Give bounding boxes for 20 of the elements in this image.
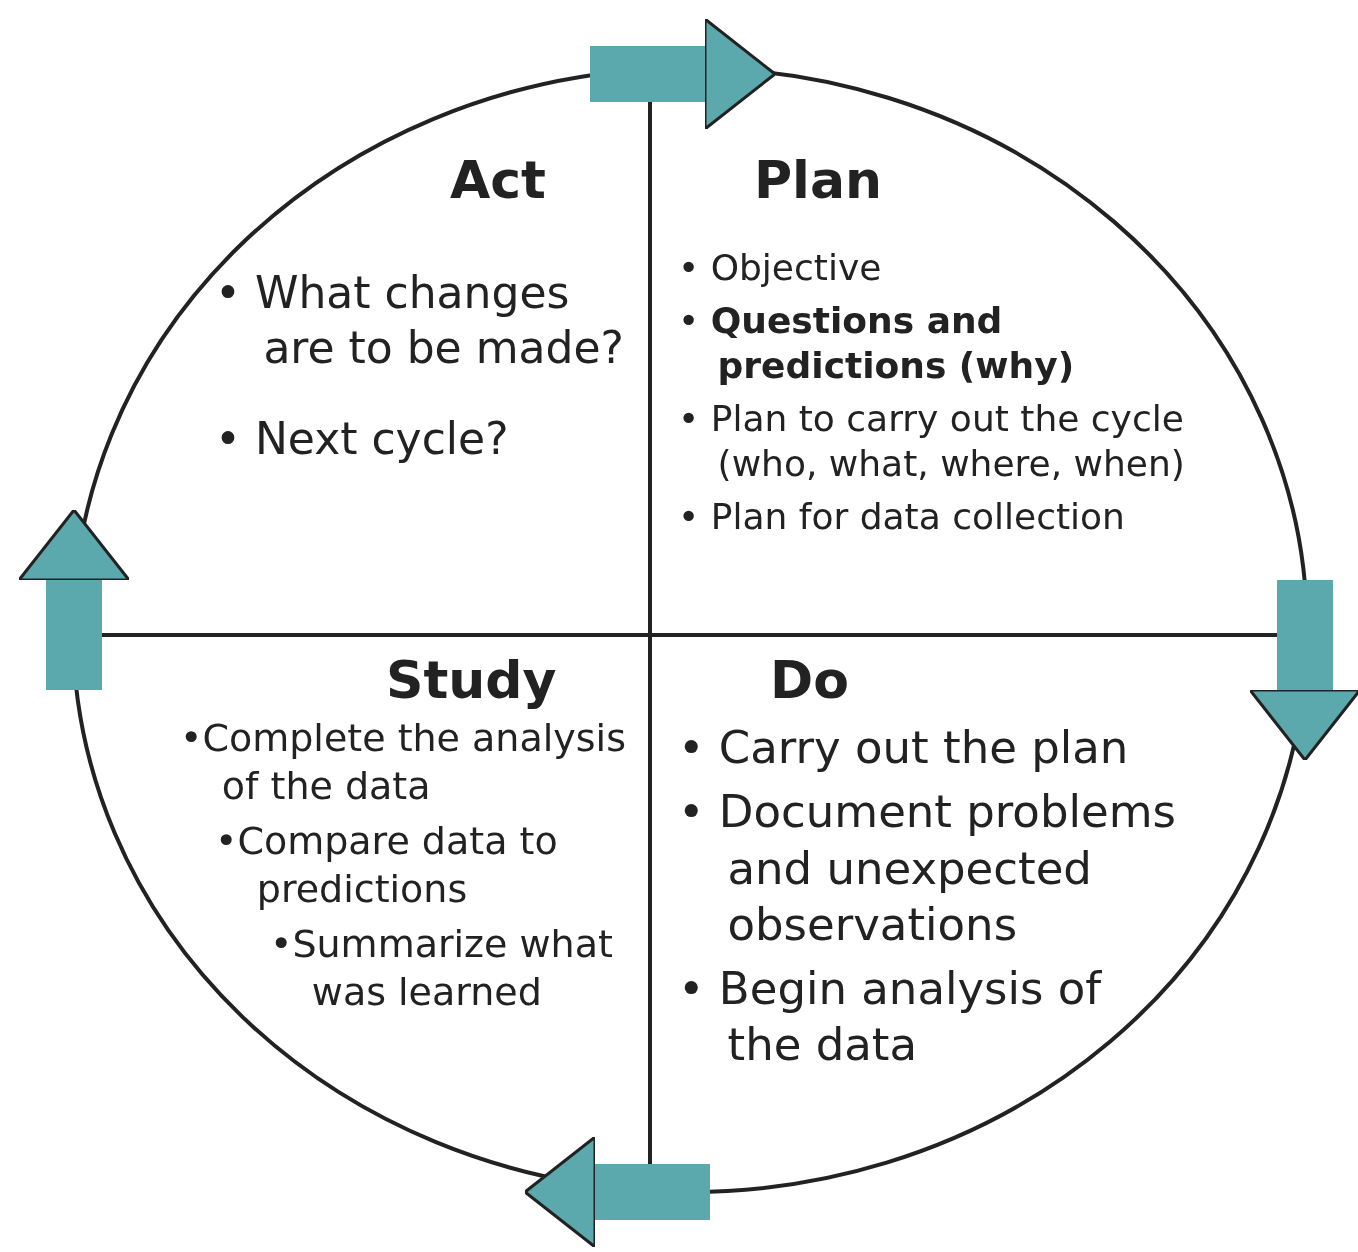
quadrant-heading: Plan bbox=[754, 150, 883, 210]
bullet-item: • Questions and predictions (why) bbox=[678, 299, 1076, 388]
bullet-item: • Carry out the plan bbox=[678, 720, 1130, 776]
bullet-item: • Next cycle? bbox=[215, 412, 510, 466]
bullet-item: • Document problems and unexpected observations bbox=[678, 784, 1177, 953]
bullet-item: • Begin analysis of the data bbox=[678, 961, 1103, 1074]
bullet-item: • Objective bbox=[678, 246, 883, 290]
bullet-item: •Compare data to predictions bbox=[215, 818, 559, 913]
bullet-item: • Plan for data collection bbox=[678, 495, 1126, 539]
bullet-item: • Plan to carry out the cycle (who, what, where, when) bbox=[678, 397, 1186, 486]
bullet-item: •Complete the analysis of the data bbox=[180, 715, 627, 810]
quadrant-heading: Do bbox=[770, 650, 849, 710]
bullet-item: • What changes are to be made? bbox=[215, 266, 625, 375]
quadrant-heading: Study bbox=[386, 650, 557, 710]
quadrant-heading: Act bbox=[450, 150, 546, 210]
block-arrow bbox=[590, 17, 777, 131]
block-arrow bbox=[1248, 580, 1358, 762]
block-arrow bbox=[17, 508, 131, 690]
block-arrow bbox=[523, 1135, 710, 1249]
bullet-item: •Summarize what was learned bbox=[270, 921, 614, 1016]
